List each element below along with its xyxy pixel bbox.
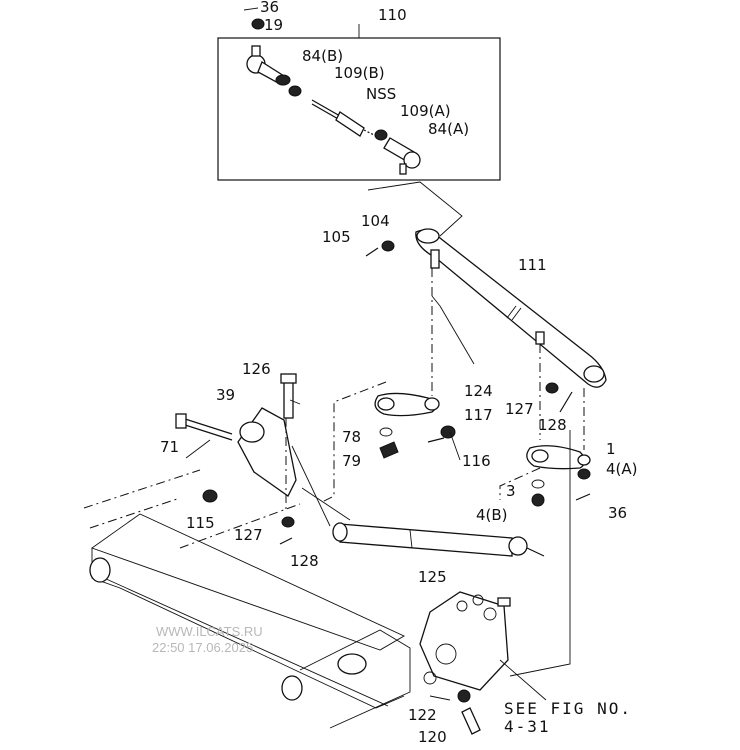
label-120: 120 (418, 728, 447, 746)
label-71: 71 (160, 438, 179, 456)
label-125: 125 (418, 568, 447, 586)
figure-reference: SEE FIG NO. 4-31 (504, 699, 632, 736)
watermark: WWW.ILCATS.RU 22:50 17.06.2025 (152, 624, 263, 655)
label-109a: 109(A) (400, 102, 451, 120)
label-19: 19 (264, 16, 283, 34)
label-36-right: 36 (608, 504, 627, 522)
part-labels: 36 19 110 84(B) 109(B) NSS 109(A) 84(A) … (160, 0, 638, 746)
label-127-right: 127 (505, 400, 534, 418)
pitman-arm (526, 382, 591, 507)
label-84b: 84(B) (302, 47, 343, 65)
label-1: 1 (606, 440, 616, 458)
relay-rod (365, 228, 607, 388)
reference-line-1: SEE FIG NO. (504, 699, 632, 718)
label-104: 104 (361, 212, 390, 230)
label-111: 111 (518, 256, 547, 274)
label-126: 126 (242, 360, 271, 378)
watermark-timestamp: 22:50 17.06.2025 (152, 640, 253, 655)
label-122: 122 (408, 706, 437, 724)
label-109b: 109(B) (334, 64, 385, 82)
steering-damper (332, 522, 545, 557)
label-79: 79 (342, 452, 361, 470)
label-84a: 84(A) (428, 120, 469, 138)
label-128-left: 128 (290, 552, 319, 570)
label-116: 116 (462, 452, 491, 470)
idler-bracket (175, 373, 297, 545)
label-39: 39 (216, 386, 235, 404)
watermark-site: WWW.ILCATS.RU (156, 624, 263, 639)
label-4b: 4(B) (476, 506, 508, 524)
leader-line (367, 181, 463, 237)
label-36-top: 36 (260, 0, 279, 16)
label-128-right: 128 (538, 416, 567, 434)
idler-arm (374, 392, 456, 459)
label-78: 78 (342, 428, 361, 446)
label-117: 117 (464, 406, 493, 424)
reference-line-2: 4-31 (504, 717, 551, 736)
label-105: 105 (322, 228, 351, 246)
label-nss: NSS (366, 85, 396, 103)
label-115: 115 (186, 514, 215, 532)
label-110: 110 (378, 6, 407, 24)
leader-lines (185, 268, 585, 701)
label-4a: 4(A) (606, 460, 638, 478)
label-127-left: 127 (234, 526, 263, 544)
label-124: 124 (464, 382, 493, 400)
steering-gearbox (419, 591, 511, 735)
chassis-frame (83, 469, 411, 729)
tie-rod-assembly-box (217, 24, 501, 181)
label-3: 3 (506, 482, 516, 500)
